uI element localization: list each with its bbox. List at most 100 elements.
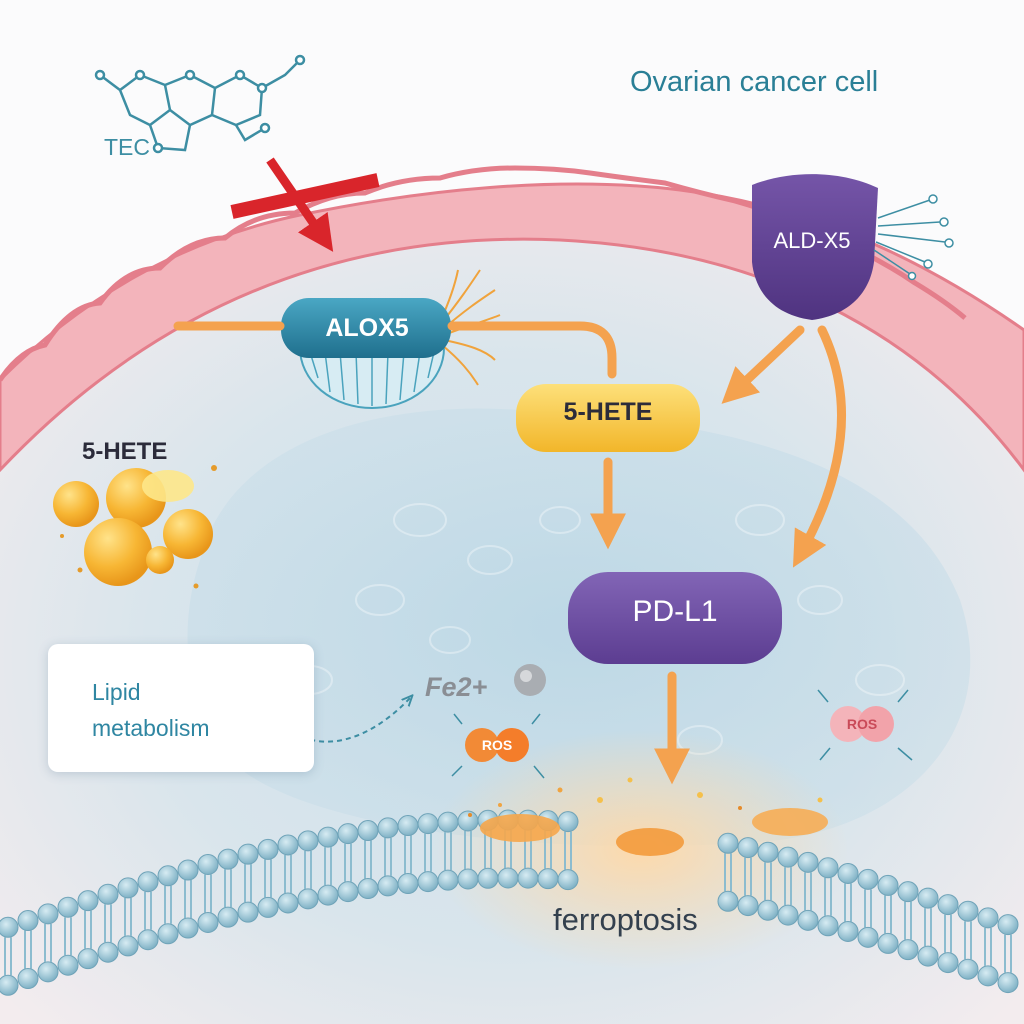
lipid-head bbox=[997, 972, 1019, 994]
tec-label: TEC bbox=[104, 134, 150, 160]
iron-label: Fe2+ bbox=[425, 672, 488, 702]
lipid-tail bbox=[1004, 934, 1012, 973]
lipid-tail bbox=[884, 895, 892, 934]
lipid-head bbox=[517, 867, 539, 889]
lipid-tail bbox=[724, 853, 732, 892]
lipid-head bbox=[557, 811, 579, 833]
lipid-head bbox=[277, 834, 299, 856]
lipid-head bbox=[317, 884, 339, 906]
lipid-head bbox=[17, 968, 39, 990]
lipid-head bbox=[557, 869, 579, 891]
iron-icon bbox=[514, 664, 546, 696]
lipid-head bbox=[37, 961, 59, 983]
lipid-tail bbox=[564, 831, 572, 870]
lipid-head bbox=[977, 907, 999, 929]
lipid-head bbox=[397, 873, 419, 895]
lipid-head bbox=[357, 820, 379, 842]
lipid-head bbox=[837, 862, 859, 884]
lipid-head bbox=[957, 900, 979, 922]
lipid-head bbox=[137, 929, 159, 951]
alox5-label: ALOX5 bbox=[325, 314, 409, 342]
lipid-head bbox=[837, 920, 859, 942]
lipid-head bbox=[797, 909, 819, 931]
lipid-tail bbox=[804, 872, 812, 911]
lipid-metabolism-box bbox=[48, 644, 314, 772]
lipid-head bbox=[857, 926, 879, 948]
lipid-bilayer bbox=[0, 809, 1019, 996]
lipid-head bbox=[237, 843, 259, 865]
lipid-tail bbox=[344, 843, 352, 882]
lipid-head bbox=[197, 911, 219, 933]
lipid-head bbox=[717, 890, 739, 912]
lipid-tail bbox=[64, 917, 72, 956]
lipid-head bbox=[737, 837, 759, 859]
lipid-head bbox=[57, 954, 79, 976]
lipid-tail bbox=[904, 901, 912, 940]
lipid-tail bbox=[744, 857, 752, 896]
aldx5-label: ALD-X5 bbox=[773, 228, 851, 253]
lipid-tail bbox=[44, 923, 52, 962]
lipid-tail bbox=[224, 869, 232, 908]
lipid-head bbox=[437, 869, 459, 891]
lipid-head bbox=[997, 914, 1019, 936]
lipid-tail bbox=[844, 883, 852, 922]
lipid-tail bbox=[184, 880, 192, 919]
lipid-tail bbox=[364, 840, 372, 879]
lipid-head bbox=[897, 881, 919, 903]
lipid-head bbox=[137, 871, 159, 893]
lipid-head bbox=[297, 888, 319, 910]
lipid-head bbox=[37, 903, 59, 925]
lipid-head bbox=[397, 815, 419, 837]
lipid-head bbox=[97, 941, 119, 963]
lipid-head bbox=[217, 906, 239, 928]
lipid-head bbox=[457, 868, 479, 890]
ferroptosis-label: ferroptosis bbox=[553, 902, 698, 937]
membrane-rupture bbox=[468, 777, 828, 856]
lipid-tail bbox=[264, 859, 272, 898]
hete-pill bbox=[516, 384, 700, 452]
lipid-head bbox=[737, 895, 759, 917]
lipid-head bbox=[777, 846, 799, 868]
alox5-protein bbox=[281, 269, 501, 409]
aldx5-receptor bbox=[752, 174, 954, 320]
lipid-head bbox=[17, 910, 39, 932]
lipid-head bbox=[217, 848, 239, 870]
hete-droplets-label: 5-HETE bbox=[82, 438, 168, 465]
lipid-tail bbox=[204, 874, 212, 913]
lipid-head bbox=[377, 817, 399, 839]
lipid-head bbox=[897, 939, 919, 961]
lipid-head bbox=[437, 811, 459, 833]
lipid-head bbox=[277, 892, 299, 914]
lipid-tail bbox=[404, 835, 412, 874]
lipid-head bbox=[77, 948, 99, 970]
ros-molecule-left bbox=[451, 713, 545, 779]
lipid-tail bbox=[764, 862, 772, 901]
lipid-head bbox=[417, 871, 439, 893]
lipid-tail bbox=[924, 908, 932, 947]
lipid-head bbox=[457, 810, 479, 832]
alox5-to-hete-arrow bbox=[447, 321, 617, 379]
hete-pill-label: 5-HETE bbox=[563, 398, 653, 426]
lipid-head bbox=[917, 945, 939, 967]
lipid-tail bbox=[444, 832, 452, 871]
lipid-head bbox=[257, 838, 279, 860]
lipid-head bbox=[337, 823, 359, 845]
lipid-head bbox=[57, 896, 79, 918]
lipid-head bbox=[0, 916, 19, 938]
lipid-tail bbox=[4, 937, 12, 976]
lipid-tail bbox=[244, 864, 252, 903]
lipid-head bbox=[0, 974, 19, 996]
pdl1-label: PD-L1 bbox=[632, 595, 718, 628]
lipid-head bbox=[877, 874, 899, 896]
lipid-head bbox=[717, 832, 739, 854]
lipid-tail bbox=[304, 850, 312, 889]
lipid-tail bbox=[164, 885, 172, 924]
lipid-head bbox=[157, 865, 179, 887]
inhibition-bar bbox=[230, 173, 380, 219]
ros-molecule-right bbox=[817, 689, 913, 761]
lipid-head bbox=[197, 853, 219, 875]
lipid-head bbox=[77, 890, 99, 912]
lipid-head bbox=[817, 857, 839, 879]
pdl1-pill bbox=[568, 572, 782, 664]
